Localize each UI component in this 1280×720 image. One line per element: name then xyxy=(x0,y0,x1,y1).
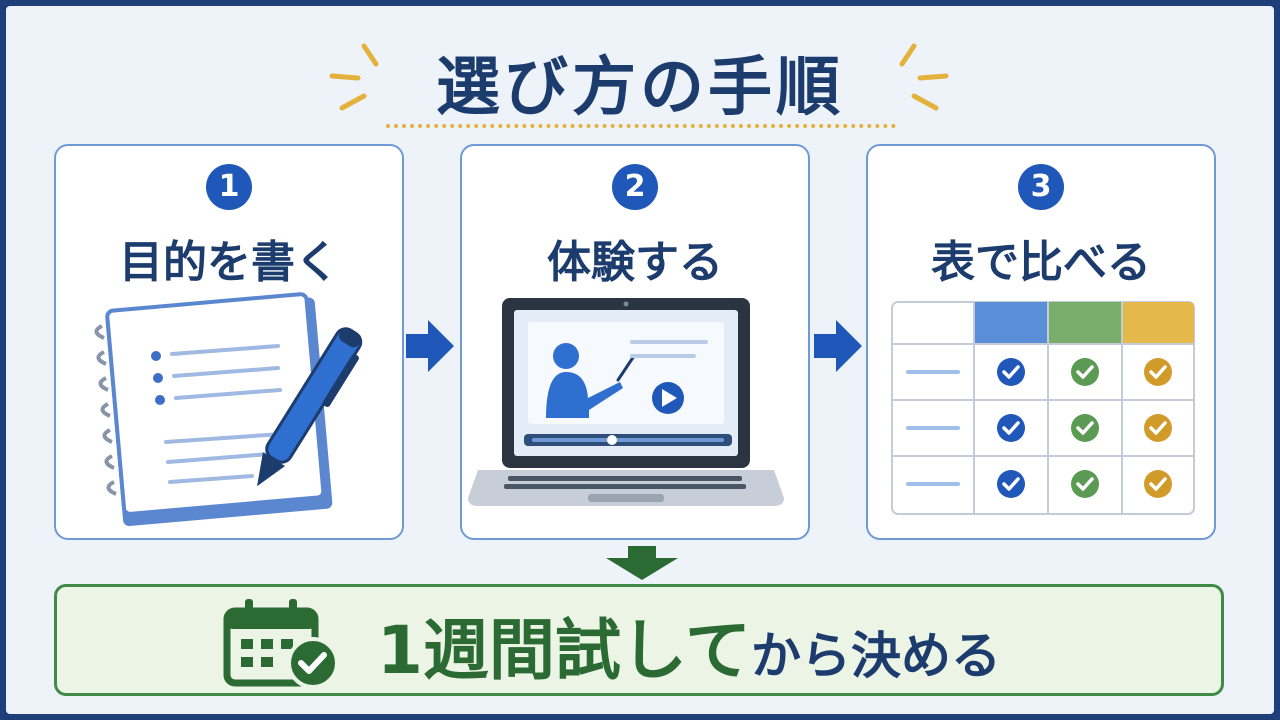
step-card-1: 1 目的を書く xyxy=(54,144,404,540)
sparkle-left-icon xyxy=(329,43,379,111)
step-number-1: 1 xyxy=(206,164,252,210)
result-rest: から決める xyxy=(750,627,1001,685)
step-number-2: 2 xyxy=(612,164,658,210)
step-label-1: 目的を書く xyxy=(119,237,339,288)
result-emphasis: 1週間試して xyxy=(377,612,751,689)
comparison-table-icon xyxy=(891,301,1195,515)
step-label-2: 体験する xyxy=(547,237,723,288)
notebook-pen-icon xyxy=(94,292,363,526)
step-number-3: 3 xyxy=(1018,164,1064,210)
title-underline xyxy=(386,124,896,128)
arrow-right-icon xyxy=(814,320,862,372)
result-text: 1週間試してから決める xyxy=(377,597,1001,693)
result-banner: 1週間試してから決める xyxy=(54,584,1224,696)
arrow-down-icon xyxy=(606,546,678,580)
calendar-check-icon xyxy=(223,599,339,689)
step-card-3: 3 表で比べる xyxy=(866,144,1216,540)
diagram-frame: 選び方の手順 1 目的を書く xyxy=(6,6,1274,714)
laptop-video-icon xyxy=(468,298,784,506)
page-title: 選び方の手順 xyxy=(436,51,844,125)
step-card-2: 2 体験する xyxy=(460,144,810,540)
sparkle-right-icon xyxy=(899,43,949,111)
arrow-right-icon xyxy=(406,320,454,372)
step-label-3: 表で比べる xyxy=(931,237,1151,288)
